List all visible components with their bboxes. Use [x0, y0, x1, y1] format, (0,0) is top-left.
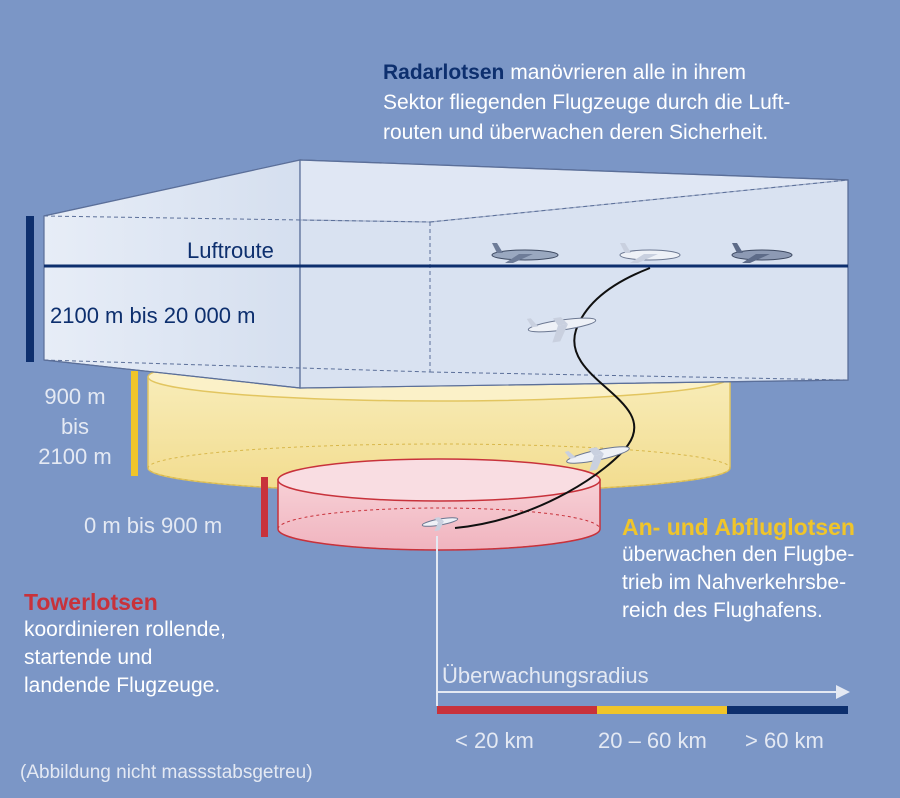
approach-altitude-bar: [131, 371, 138, 476]
approach-description: An- und Abfluglotsen überwachen den Flug…: [622, 514, 855, 622]
airplane-icon: [564, 446, 630, 472]
radar-line1: manövrieren alle in ihrem: [510, 61, 746, 84]
approach-title: An- und Abfluglotsen: [622, 514, 855, 540]
radar-line2: Sektor fliegenden Flugzeuge durch die Lu…: [383, 91, 791, 114]
tower-zone-cylinder: [277, 458, 601, 551]
approach-altitude: 900 m bis 2100 m: [38, 384, 112, 469]
airway-altitude-bar: [26, 216, 34, 362]
radius-segment-yellow: [597, 706, 727, 714]
radius-segment-red: [437, 706, 597, 714]
radar-description: Radarlotsen manövrieren alle in ihrem Se…: [383, 58, 790, 148]
tower-altitude-bar: [261, 477, 268, 537]
flight-path: [454, 267, 651, 529]
airplane-icon: [491, 243, 559, 263]
airway-label: Luftroute: [187, 238, 274, 263]
tower-title: Towerlotsen: [24, 589, 158, 615]
airway-box: [43, 159, 849, 389]
airplane-icon: [421, 517, 459, 532]
radar-line3: routen und überwachen deren Sicherheit.: [383, 121, 769, 144]
scale-note: (Abbildung nicht massstabsgetreu): [20, 762, 313, 783]
airplane-icon: [731, 243, 793, 263]
radius-segment-blue: [727, 706, 848, 714]
tower-description: Towerlotsen koordinieren rollende, start…: [24, 589, 226, 697]
airplane-icon: [526, 317, 597, 343]
radius-seg2-label: 20 – 60 km: [598, 728, 707, 753]
radar-title: Radarlotsen: [383, 61, 505, 84]
airway-altitude: 2100 m bis 20 000 m: [50, 303, 256, 328]
radius-label: Überwachungsradius: [442, 663, 649, 688]
radius-seg3-label: > 60 km: [745, 728, 824, 753]
tower-altitude: 0 m bis 900 m: [84, 513, 223, 538]
radius-seg1-label: < 20 km: [455, 728, 534, 753]
arrow-head-icon: [836, 685, 850, 699]
airplane-icon: [619, 243, 681, 263]
